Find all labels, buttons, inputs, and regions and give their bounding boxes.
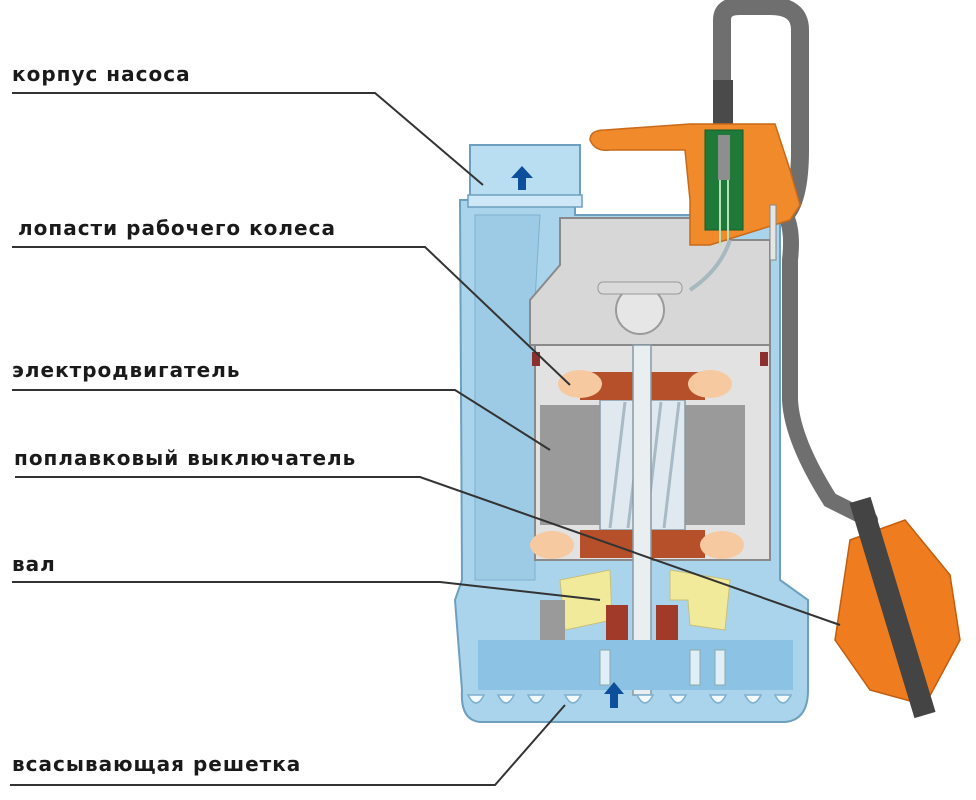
cable-gland — [713, 80, 733, 125]
power-cable — [713, 0, 809, 224]
impeller-chamber — [478, 640, 793, 690]
outlet-collar — [467, 194, 583, 208]
outlet-up-arrow — [511, 166, 533, 190]
switch-core — [718, 135, 730, 180]
leader-impeller-blades — [12, 246, 571, 386]
capacitor-bracket — [597, 281, 683, 295]
mechanical-seal-right — [656, 605, 678, 641]
seal-marker-right — [760, 352, 768, 366]
internal-wire — [688, 239, 732, 292]
label-impeller-blades: лопасти рабочего колеса — [18, 216, 336, 240]
winding-end-br — [700, 531, 744, 559]
leader-float-switch — [15, 476, 841, 626]
stator-right — [685, 405, 745, 525]
winding-end-tr — [688, 370, 732, 398]
label-pump-housing: корпус насоса — [12, 62, 191, 86]
label-suction-grate: всасывающая решетка — [12, 752, 302, 776]
float-cable — [767, 197, 878, 528]
discharge-channel — [474, 214, 541, 581]
seal-chamber-right — [669, 569, 731, 631]
leader-suction-grate — [10, 704, 566, 786]
winding-end-bl — [530, 531, 574, 559]
winding-end-tl — [558, 370, 602, 398]
leader-pump-housing — [12, 92, 484, 186]
inlet-up-arrow — [604, 682, 624, 708]
label-float-switch: поплавковый выключатель — [14, 446, 357, 470]
leader-lines — [10, 92, 841, 786]
label-electric-motor: электродвигатель — [12, 358, 241, 382]
leader-shaft — [12, 581, 601, 601]
mechanical-seal-left — [606, 605, 628, 641]
label-shaft: вал — [12, 552, 56, 576]
leader-electric-motor — [12, 389, 551, 451]
float-switch-cable-inner — [849, 496, 936, 719]
seal-marker-left — [532, 352, 540, 366]
impeller-vanes — [599, 649, 726, 686]
bolt-right — [769, 204, 777, 261]
handle — [589, 123, 801, 246]
lower-housing-gray — [540, 600, 565, 640]
suction-grate — [466, 694, 793, 704]
stator-left — [540, 405, 600, 525]
seal-chamber-left — [559, 569, 613, 631]
